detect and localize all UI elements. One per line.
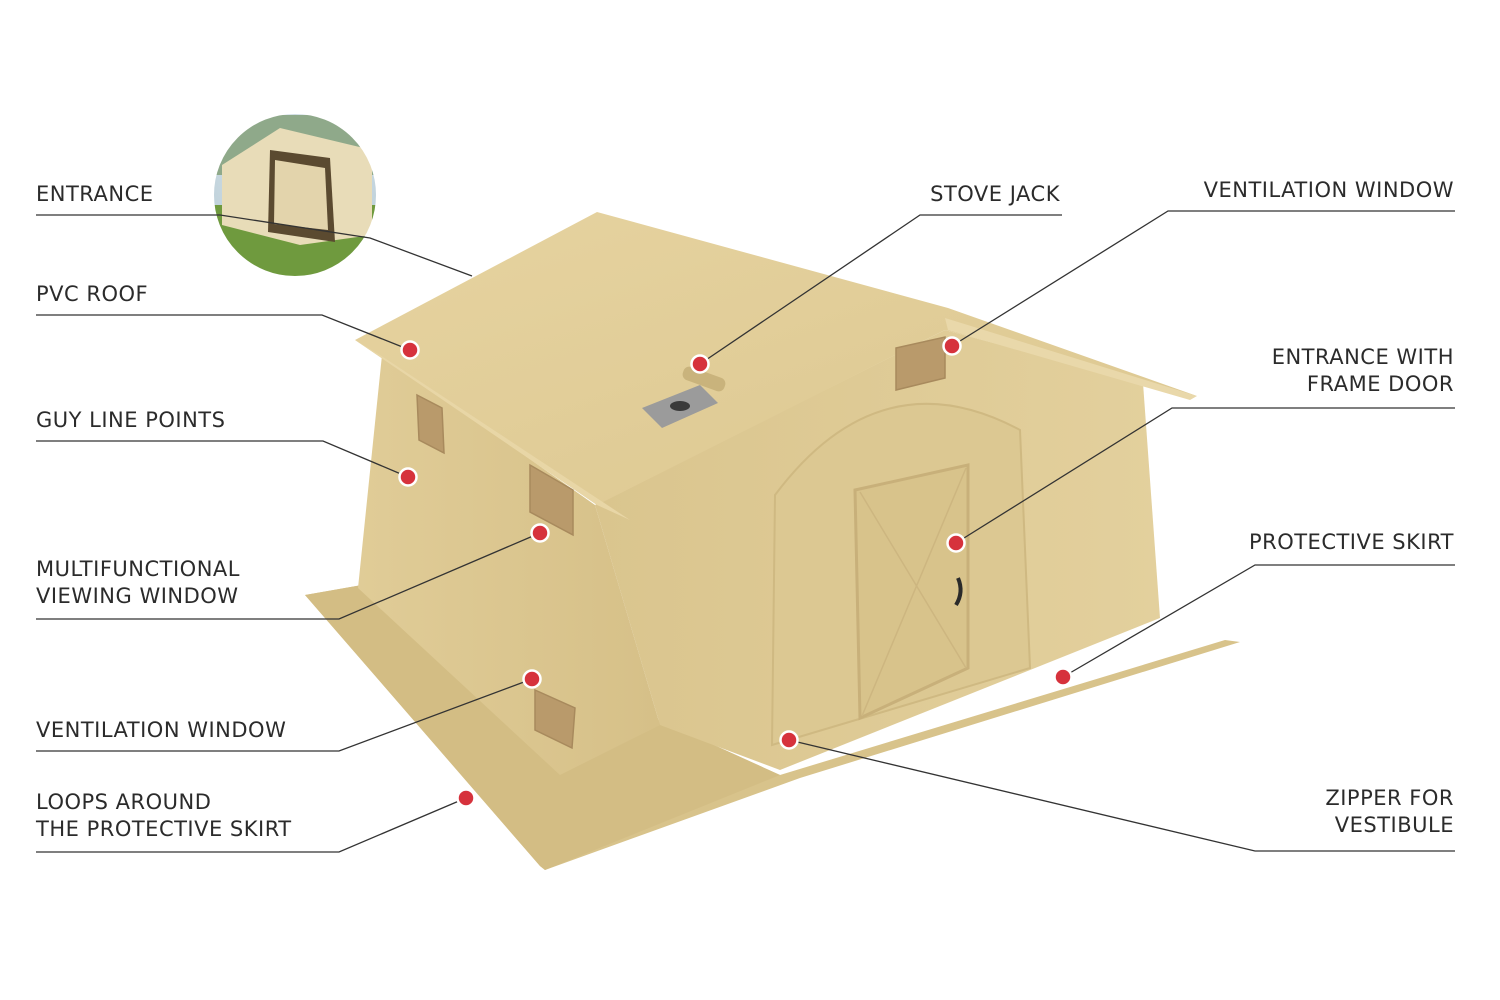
marker-multifunctional xyxy=(530,523,550,543)
leader-zipper xyxy=(788,739,1455,852)
label-multifunctional-viewing-window: MULTIFUNCTIONAL VIEWING WINDOW xyxy=(36,557,240,608)
leader-multifunctional xyxy=(36,532,541,620)
label-stove-jack: STOVE JACK xyxy=(930,182,1060,206)
stove-jack-shape xyxy=(642,366,726,428)
label-loops-around-skirt: LOOPS AROUND THE PROTECTIVE SKIRT xyxy=(36,790,292,841)
tent-entrance-photo xyxy=(212,112,378,278)
leader-loops xyxy=(36,797,467,853)
leader-stove-jack xyxy=(699,214,1062,365)
left-wall-windows xyxy=(416,336,946,750)
marker-entrance-frame xyxy=(946,533,966,553)
marker-protective-skirt xyxy=(1053,667,1073,687)
marker-loops xyxy=(456,788,476,808)
leader-pvc-roof xyxy=(36,314,411,351)
label-entrance-frame-door: ENTRANCE WITH FRAME DOOR xyxy=(1271,345,1454,396)
markers xyxy=(398,336,1073,808)
tent-left-wall xyxy=(358,355,660,775)
leader-ventilation-right xyxy=(951,210,1455,347)
label-zipper-vestibule: ZIPPER FOR VESTIBULE xyxy=(1325,786,1454,837)
marker-pvc-roof xyxy=(400,340,420,360)
label-pvc-roof: PVC ROOF xyxy=(36,282,149,306)
marker-ventilation-left xyxy=(522,669,542,689)
label-ventilation-window-right: VENTILATION WINDOW xyxy=(1203,178,1454,202)
leader-guy-line xyxy=(36,440,409,478)
leader-entrance-frame xyxy=(955,407,1455,544)
leader-protective-skirt xyxy=(1062,564,1455,678)
leader-lines xyxy=(36,210,1455,853)
leader-ventilation-left xyxy=(36,678,533,752)
marker-zipper xyxy=(779,730,799,750)
label-ventilation-window-left: VENTILATION WINDOW xyxy=(36,718,287,742)
leader-entrance xyxy=(36,214,473,277)
marker-stove-jack xyxy=(690,354,710,374)
marker-ventilation-right xyxy=(942,336,962,356)
label-guy-line-points: GUY LINE POINTS xyxy=(36,408,226,432)
frame-door xyxy=(853,463,970,721)
marker-guy-line xyxy=(398,467,418,487)
label-entrance: ENTRANCE xyxy=(36,182,154,206)
pvc-roof-shape xyxy=(355,212,1197,505)
label-protective-skirt: PROTECTIVE SKIRT xyxy=(1248,530,1454,554)
